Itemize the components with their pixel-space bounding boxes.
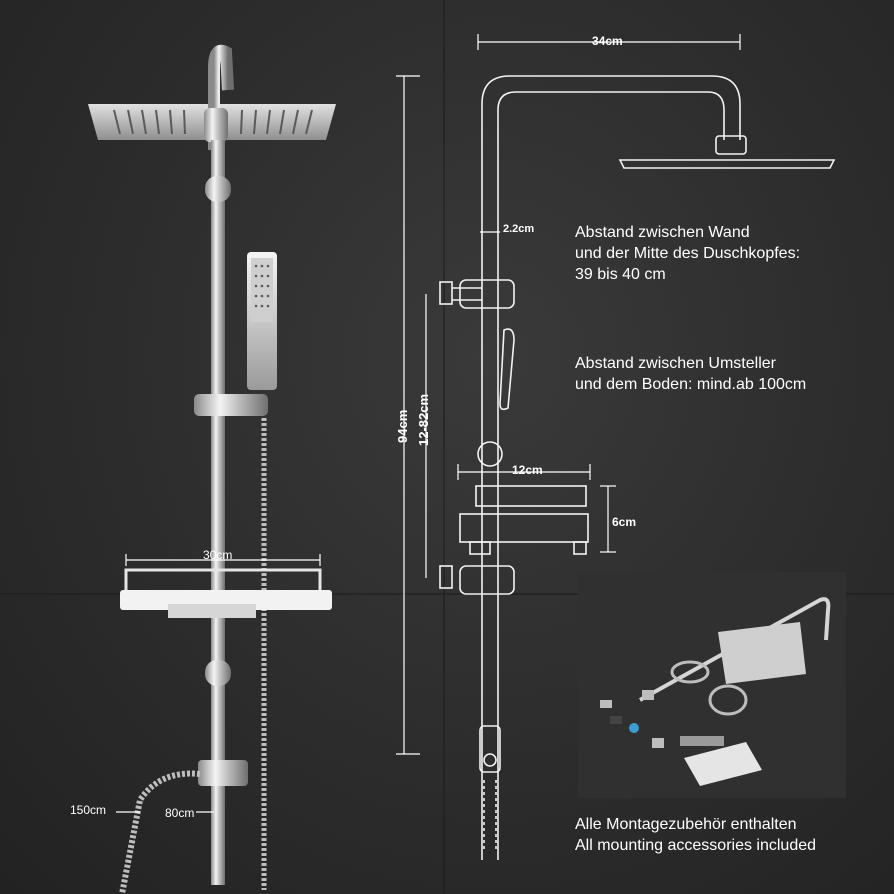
note-line: und dem Boden: mind.ab 100cm	[575, 376, 807, 393]
diverter-height-label: 6cm	[612, 515, 637, 529]
diverter	[198, 760, 248, 786]
dimension-lines	[116, 34, 741, 813]
wall-distance-note: Abstand zwischen Wand und der Mitte des …	[575, 222, 800, 285]
shelf-width-label: 30cm	[203, 548, 233, 562]
note-line: Abstand zwischen Wand	[575, 224, 750, 241]
note-line: Abstand zwischen Umsteller	[575, 355, 776, 372]
technical-drawing	[439, 75, 836, 860]
note-line: und der Mitte des Duschkopfes:	[575, 245, 801, 262]
accessories-caption: Alle Montagezubehör enthalten All mounti…	[575, 814, 816, 856]
pipe-length-label: 80cm	[165, 806, 195, 820]
total-height-label: 94cm	[395, 409, 410, 443]
diverter-width-label: 12cm	[512, 463, 543, 477]
caption-en: All mounting accessories included	[575, 837, 817, 854]
caption-de: Alle Montagezubehör enthalten	[575, 816, 797, 833]
slide-range-label: 12-82cm	[416, 393, 431, 446]
floor-distance-note: Abstand zwischen Umsteller und dem Boden…	[575, 353, 806, 395]
wall-bracket	[205, 176, 231, 202]
top-width-label: 34cm	[592, 34, 623, 48]
wall-gap-label: 2.2cm	[503, 223, 535, 235]
shower-shelf	[120, 568, 332, 618]
hose-length-label: 150cm	[70, 803, 107, 817]
hand-shower	[247, 252, 277, 390]
riser-pipe	[211, 140, 225, 885]
accessories-photo	[578, 572, 846, 798]
wall-tile-joint	[0, 593, 894, 595]
note-line: 39 bis 40 cm	[575, 266, 666, 283]
slide-holder	[194, 394, 268, 416]
wall-tile-joint	[443, 0, 445, 894]
